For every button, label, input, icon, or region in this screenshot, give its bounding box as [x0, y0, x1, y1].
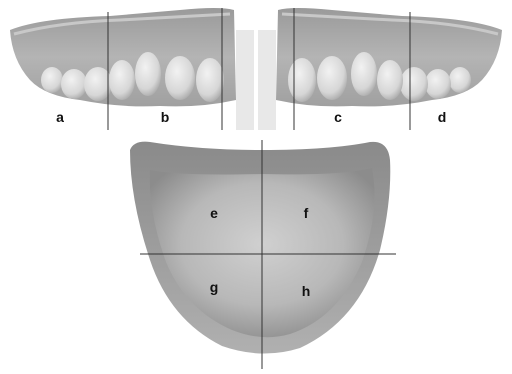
label-f: f	[298, 206, 314, 220]
label-a: a	[52, 110, 68, 124]
label-h: h	[298, 284, 314, 298]
label-g: g	[206, 280, 222, 294]
label-e: e	[206, 206, 222, 220]
label-b: b	[157, 110, 173, 124]
right-denture	[258, 8, 502, 130]
label-d: d	[434, 110, 450, 124]
label-c: c	[330, 110, 346, 124]
left-denture	[10, 8, 254, 130]
palate	[130, 140, 396, 369]
